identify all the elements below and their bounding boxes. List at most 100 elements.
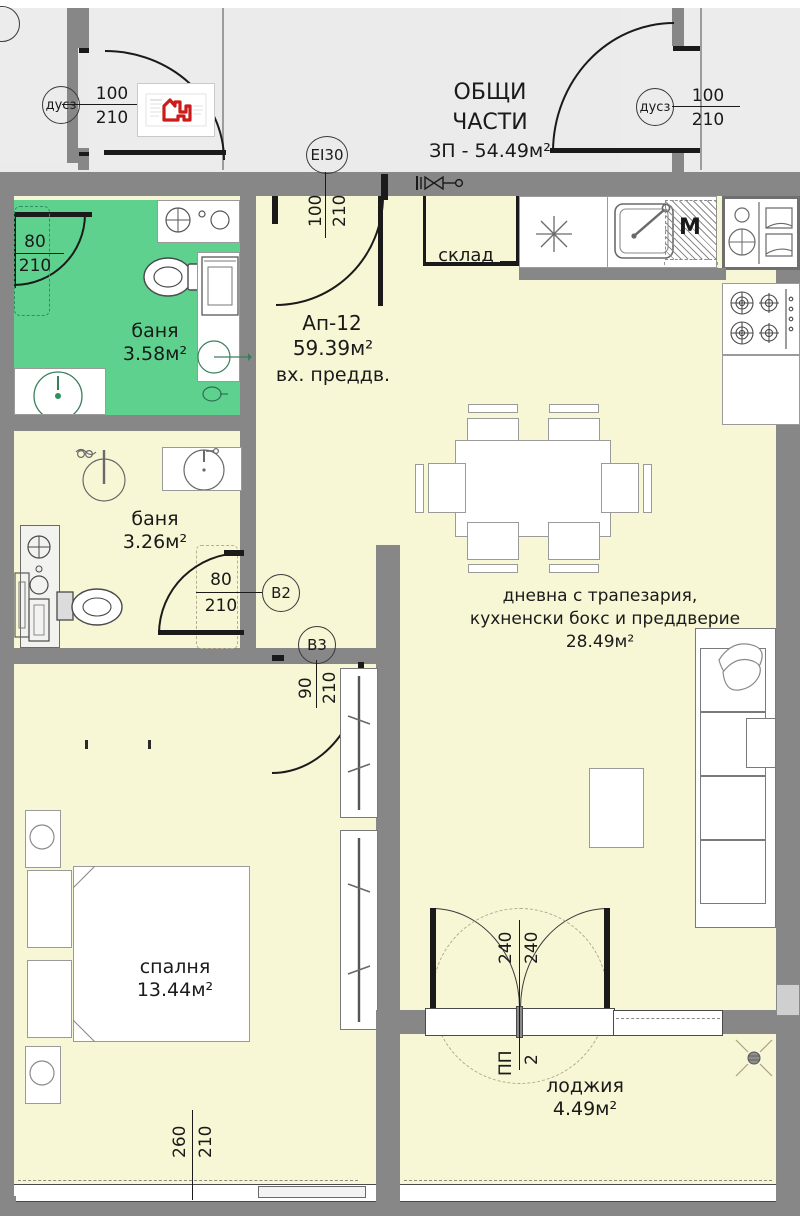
wall-corner-bottom-right <box>776 1180 800 1216</box>
door-tag-b3: B3 <box>298 626 336 664</box>
dining-chair-bottom-right <box>548 522 600 560</box>
common-title-line2: ЧАСТИ <box>452 110 528 135</box>
dishwasher-label: M <box>679 215 701 240</box>
loggia-window-dash <box>616 1018 720 1019</box>
dim-bath2-height: 210 <box>204 596 238 616</box>
dining-chair-top-right-back <box>549 404 599 413</box>
dim-bedroom-door-width: 90 <box>296 677 316 699</box>
nightstand-top <box>25 810 61 868</box>
door-tag-b3-text: B3 <box>307 636 327 654</box>
valve-icon <box>416 175 464 191</box>
dim-bedroom-door-height: 210 <box>320 671 340 705</box>
dim-left-door-height: 210 <box>95 108 129 128</box>
door-tag-b2: B2 <box>262 574 300 612</box>
bathroom2-area: 3.26м² <box>122 531 188 553</box>
kitchen-counter-left <box>519 196 619 268</box>
bathroom-green-name: баня <box>131 320 179 342</box>
cooktop-decor-icon <box>536 216 572 252</box>
door-tag-dusz-left: дусз <box>42 86 80 124</box>
kitchen-back-wall <box>519 268 720 280</box>
door-tag-ei30: EI30 <box>306 136 348 174</box>
bath2-toilet-icon <box>56 588 123 626</box>
door-tag-ei30-text: EI30 <box>310 146 344 164</box>
loggia-door-leaf-right <box>604 908 610 1008</box>
armchair-plant-icon <box>718 643 763 691</box>
dim-loggia-right: 240 <box>522 931 542 965</box>
common-title-line1: ОБЩИ <box>453 80 527 105</box>
storage-door-step <box>500 261 522 266</box>
common-right-partition <box>700 8 702 170</box>
dim-entry-line <box>325 172 326 238</box>
shower-drain-icon <box>197 340 252 374</box>
bath-green-door-jamb <box>14 214 16 288</box>
dim-bedroom-window-line <box>192 1110 193 1200</box>
storage-box <box>423 196 519 266</box>
stove-burners-icon <box>730 289 794 349</box>
kitchen-lower-cabinet <box>722 355 800 425</box>
living-room-name-line2: кухненски бокс и преддверие <box>469 609 741 629</box>
bathroom2-name: баня <box>131 508 179 530</box>
wall-corner-bottom-left <box>0 1196 16 1216</box>
loggia-area: 4.49м² <box>552 1098 618 1120</box>
door-tag-dusz-right: дусз <box>636 88 674 126</box>
dim-left-door-width: 100 <box>95 84 129 104</box>
dim-loggia-line <box>519 920 520 1070</box>
dim-left-door-line <box>62 104 150 105</box>
common-right-door-wall-top <box>672 8 684 46</box>
fridge-unit <box>722 196 800 270</box>
dining-chair-left <box>428 463 466 513</box>
loggia-railing-dash <box>404 1180 772 1181</box>
common-left-door-wall <box>78 8 89 48</box>
lamp-bottom-icon <box>29 1060 55 1086</box>
bathtub-or-counter-top <box>157 200 240 243</box>
door-tag-dusz-right-text: дусз <box>639 99 671 115</box>
apartment-sub: вх. преддв. <box>275 364 391 386</box>
common-area-value: ЗП - 54.49м² <box>429 140 551 162</box>
dim-entry-width: 100 <box>306 194 326 228</box>
dim-loggia-left: 240 <box>496 931 516 965</box>
wall-bath-green-bottom <box>0 415 256 431</box>
company-logo <box>137 83 215 137</box>
dim-bath-green-height: 210 <box>18 256 52 276</box>
loggia-name: лоджия <box>546 1075 624 1097</box>
common-left-door-wall-2 <box>78 148 89 170</box>
sink-basin-icon <box>33 371 83 414</box>
loggia-railing <box>400 1184 776 1202</box>
entry-door-jamb-left <box>272 196 278 224</box>
bedroom-marker-dot-1 <box>85 740 88 749</box>
common-right-door-leaf-bot <box>673 148 700 153</box>
riser-shaft-right <box>776 984 800 1016</box>
wardrobe-detail-bottom-icon <box>347 838 371 1022</box>
bedroom-marker-dot-2 <box>148 740 151 749</box>
living-room-name-line1: дневна с трапезария, <box>502 586 698 606</box>
wall-loggia-left <box>376 1010 400 1216</box>
sofa-seat-4 <box>700 840 766 904</box>
bath2-appliance-icon <box>27 535 51 642</box>
nightstand-bottom <box>25 1046 61 1104</box>
door-tag-b2-text: B2 <box>271 584 291 602</box>
dining-chair-right <box>601 463 639 513</box>
bath2-sink-icon <box>183 448 225 490</box>
dim-right-door-height: 210 <box>691 110 725 130</box>
dining-chair-left-back <box>415 464 424 513</box>
loggia-swing-circle <box>432 908 608 1084</box>
pillow-bottom <box>27 960 72 1038</box>
dining-chair-bottom-left <box>467 522 519 560</box>
logo-house-icon <box>145 93 207 127</box>
bath2-mirror-icon <box>14 572 30 638</box>
common-left-door-panel <box>104 150 226 155</box>
dim-right-door-line <box>672 106 740 107</box>
bathroom-green-area: 3.58м² <box>122 343 188 365</box>
bath2-vanity <box>162 447 242 491</box>
loggia-door-leaf-left <box>430 908 436 1008</box>
loggia-tag-pp-num: 2 <box>522 1054 542 1066</box>
wardrobe-detail-top-icon <box>347 676 371 810</box>
wall-outer-left <box>0 196 14 1216</box>
wall-bath2-right <box>240 431 256 655</box>
dim-right-door-width: 100 <box>691 86 725 106</box>
fridge-icon <box>728 202 793 264</box>
dining-chair-bottom-left-back <box>468 564 518 573</box>
door-tag-dusz-left-text: дусз <box>45 97 77 113</box>
kitchen-sink-icon <box>614 203 674 259</box>
